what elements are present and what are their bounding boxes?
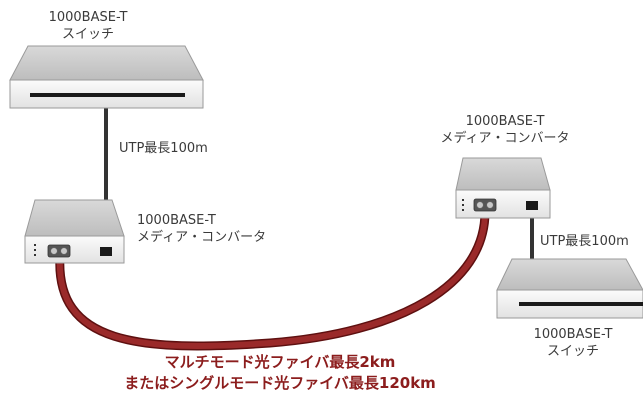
utp-left-label: UTP最長100m <box>119 141 208 156</box>
converter-right-rj45-port <box>526 201 538 210</box>
switch-left-label-line1: 1000BASE-T <box>48 10 128 25</box>
switch-left-label-line2: スイッチ <box>61 27 114 42</box>
converter-left-label-line1: 1000BASE-T <box>137 213 216 228</box>
switch-right-label-line1: 1000BASE-T <box>533 327 613 342</box>
switch-left-label: 1000BASE-T スイッチ <box>38 9 138 43</box>
converter-right <box>455 157 551 219</box>
switch-left <box>9 45 204 109</box>
converter-left-label: 1000BASE-T メディア・コンバータ <box>137 212 266 246</box>
converter-right-label: 1000BASE-T メディア・コンバータ <box>425 113 585 147</box>
converter-left <box>24 199 125 264</box>
converter-right-label-line2: メディア・コンバータ <box>440 131 570 146</box>
fiber-label-line1: マルチモード光ファイバ最長2km <box>164 353 396 371</box>
switch-right <box>496 258 643 319</box>
switch-right-label: 1000BASE-T スイッチ <box>523 326 623 360</box>
converter-right-label-line1: 1000BASE-T <box>465 114 545 129</box>
converter-left-label-line2: メディア・コンバータ <box>137 230 267 245</box>
utp-right-label: UTP最長100m <box>540 234 629 249</box>
converter-left-led <box>34 244 36 246</box>
switch-right-port-strip <box>519 302 643 306</box>
fiber-label: マルチモード光ファイバ最長2km またはシングルモード光ファイバ最長120km <box>80 352 480 394</box>
converter-right-led <box>462 199 464 201</box>
fiber-label-line2: またはシングルモード光ファイバ最長120km <box>124 374 436 392</box>
fiber-cable-highlight <box>56 209 488 349</box>
converter-left-rj45-port <box>100 247 112 256</box>
switch-right-label-line2: スイッチ <box>546 344 599 359</box>
fiber-cable <box>55 207 490 351</box>
switch-left-port-strip <box>30 93 185 97</box>
